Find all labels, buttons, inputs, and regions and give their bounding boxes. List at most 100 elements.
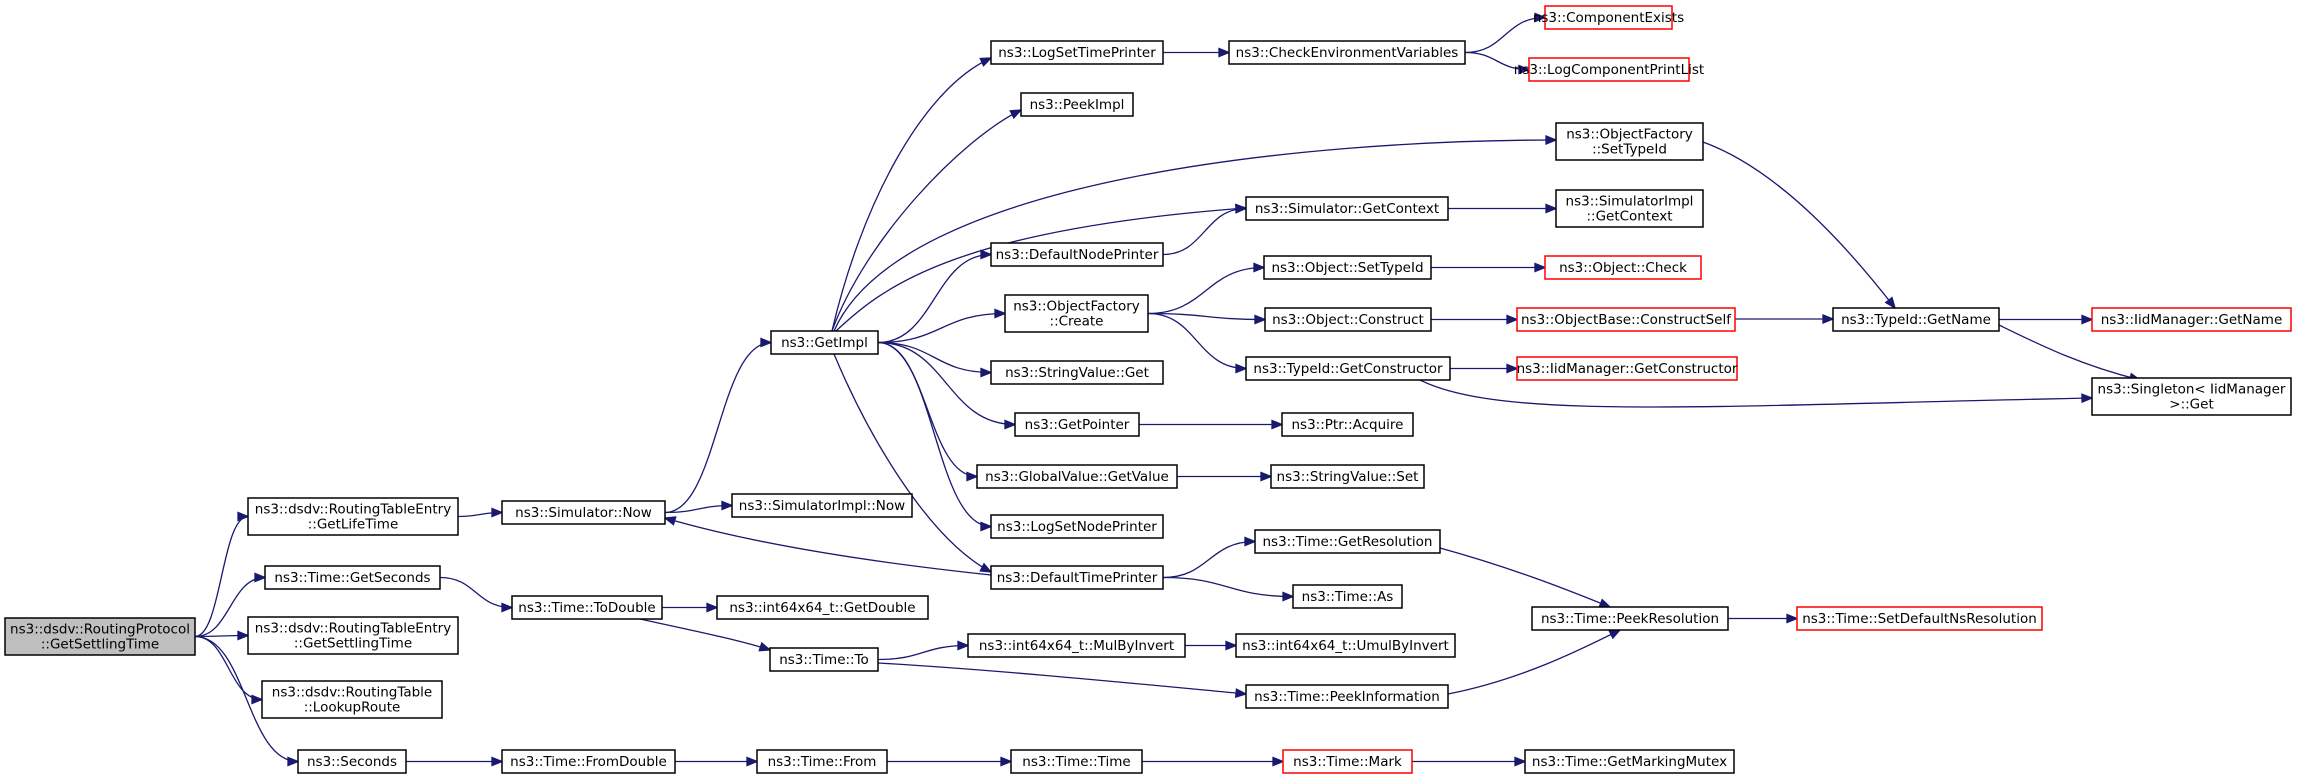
edge-line [1147, 266, 1265, 315]
node-int64-mulbyinvert[interactable]: ns3::int64x64_t::MulByInvert [967, 633, 1186, 658]
node-logsetnodeprinter[interactable]: ns3::LogSetNodePrinter [990, 514, 1164, 539]
node-globalvalue-getvalue[interactable]: ns3::GlobalValue::GetValue [976, 464, 1178, 489]
edge-arrowhead [2081, 314, 2094, 325]
node-objfactory-settypeid[interactable]: ns3::ObjectFactory::SetTypeId [1555, 122, 1704, 161]
node-box [1832, 307, 2000, 332]
edge-line [1162, 540, 1256, 579]
node-box [1555, 189, 1704, 228]
node-box [1263, 255, 1432, 280]
node-box [731, 493, 913, 518]
edge-int64_mulbyinvert-to-int64_umulbyinvert [1185, 640, 1238, 651]
node-label: ns3::StringValue::Set [1277, 469, 1419, 485]
node-time-setdefaultnsresolution[interactable]: ns3::Time::SetDefaultNsResolution [1796, 606, 2043, 631]
node-box [247, 497, 459, 536]
node-iidmanager-getname[interactable]: ns3::IidManager::GetName [2091, 307, 2292, 332]
node-box [1531, 606, 1729, 631]
node-typeid-getname[interactable]: ns3::TypeId::GetName [1832, 307, 2000, 332]
edge-time_peekresolution-to-time_setdefaultnsresolution [1728, 613, 1799, 624]
node-ptr-acquire[interactable]: ns3::Ptr::Acquire [1281, 412, 1414, 437]
node-label: ns3::Ptr::Acquire [1292, 417, 1404, 433]
edge-arrowhead [501, 602, 514, 613]
node-stringvalue-set[interactable]: ns3::StringValue::Set [1270, 464, 1425, 489]
edge-getimpl-to-defaulttimeprinter [833, 353, 993, 573]
node-time-mark[interactable]: ns3::Time::Mark [1282, 749, 1413, 774]
node-label: ns3::Time::FromDouble [510, 754, 667, 770]
node-peekimpl[interactable]: ns3::PeekImpl [1020, 92, 1134, 117]
node-box [2091, 377, 2292, 416]
node-label: ::Create [1050, 314, 1104, 330]
node-time-getseconds[interactable]: ns3::Time::GetSeconds [264, 565, 441, 590]
node-iidmanager-getconstructor[interactable]: ns3::IidManager::GetConstructor [1516, 356, 1738, 381]
edge-arrowhead [1545, 135, 1558, 145]
edge-arrowhead [1000, 756, 1013, 767]
node-time-as[interactable]: ns3::Time::As [1292, 584, 1403, 609]
node-sim-now[interactable]: ns3::Simulator::Now [501, 500, 666, 525]
node-getimpl[interactable]: ns3::GetImpl [770, 330, 879, 355]
node-box [1228, 40, 1466, 65]
node-box [247, 616, 459, 655]
node-label: ns3::Simulator::Now [515, 505, 652, 521]
node-label: ns3::Object::SetTypeId [1271, 260, 1423, 276]
node-rt-lookup[interactable]: ns3::dsdv::RoutingTable::LookupRoute [261, 680, 443, 719]
node-root[interactable]: ns3::dsdv::RoutingProtocol::GetSettlingT… [4, 617, 196, 656]
node-label: ns3::Time::ToDouble [518, 600, 655, 616]
node-label: ns3::CheckEnvironmentVariables [1236, 45, 1459, 61]
node-int64-umulbyinvert[interactable]: ns3::int64x64_t::UmulByInvert [1235, 633, 1456, 658]
node-logcomponentprintlist[interactable]: ns3::LogComponentPrintList [1514, 57, 1704, 82]
edge-line [1447, 629, 1621, 695]
node-sim-getcontext[interactable]: ns3::Simulator::GetContext [1245, 196, 1449, 221]
node-time-todouble[interactable]: ns3::Time::ToDouble [511, 595, 663, 620]
node-label: ns3::LogSetNodePrinter [997, 519, 1157, 535]
node-defaultnodeprinter[interactable]: ns3::DefaultNodePrinter [990, 242, 1164, 267]
node-objfactory-create[interactable]: ns3::ObjectFactory::Create [1004, 294, 1149, 333]
edge-line [1147, 312, 1247, 370]
node-componentexists[interactable]: ns3::ComponentExists [1533, 5, 1684, 30]
node-box [1544, 255, 1702, 280]
node-time-peekinformation[interactable]: ns3::Time::PeekInformation [1245, 684, 1449, 709]
edge-typeid_getname-to-singleton_get [1998, 324, 2142, 383]
node-singleton-get[interactable]: ns3::Singleton< IidManager>::Get [2091, 377, 2292, 416]
edge-arrowhead [491, 756, 504, 767]
node-box [264, 565, 441, 590]
node-rte-lifetime[interactable]: ns3::dsdv::RoutingTableEntry::GetLifeTim… [247, 497, 459, 536]
node-time-to[interactable]: ns3::Time::To [769, 647, 879, 672]
node-object-construct[interactable]: ns3::Object::Construct [1264, 307, 1432, 332]
node-typeid-getconstructor[interactable]: ns3::TypeId::GetConstructor [1245, 356, 1451, 381]
node-time-from[interactable]: ns3::Time::From [756, 749, 888, 774]
node-simimpl-getcontext[interactable]: ns3::SimulatorImpl::GetContext [1555, 189, 1704, 228]
node-checkenvvars[interactable]: ns3::CheckEnvironmentVariables [1228, 40, 1466, 65]
edge-arrowhead [1518, 64, 1531, 75]
node-label: ns3::dsdv::RoutingTableEntry [255, 621, 451, 637]
node-logsettimeprinter[interactable]: ns3::LogSetTimePrinter [990, 40, 1164, 65]
node-rte-settling[interactable]: ns3::dsdv::RoutingTableEntry::GetSettlin… [247, 616, 459, 655]
edge-arrowhead [979, 562, 993, 573]
node-object-settypeid[interactable]: ns3::Object::SetTypeId [1263, 255, 1432, 280]
edge-line [1419, 379, 2093, 408]
edge-time_peekinformation-to-time_peekresolution [1447, 629, 1622, 695]
node-defaulttimeprinter[interactable]: ns3::DefaultTimePrinter [990, 565, 1164, 590]
node-simimpl-now[interactable]: ns3::SimulatorImpl::Now [731, 493, 913, 518]
edge-defaulttimeprinter-to-time_as [1162, 576, 1295, 602]
edge-arrowhead [251, 694, 264, 705]
edge-arrowhead [1506, 363, 1519, 374]
edge-arrowhead [1786, 613, 1799, 624]
node-objectbase-constructself[interactable]: ns3::ObjectBase::ConstructSelf [1516, 307, 1736, 332]
node-time-time[interactable]: ns3::Time::Time [1010, 749, 1143, 774]
node-seconds[interactable]: ns3::Seconds [297, 749, 407, 774]
node-time-peekresolution[interactable]: ns3::Time::PeekResolution [1531, 606, 1729, 631]
node-time-getmarkingmutex[interactable]: ns3::Time::GetMarkingMutex [1524, 749, 1735, 774]
node-stringvalue-get[interactable]: ns3::StringValue::Get [990, 360, 1164, 385]
edge-arrowhead [706, 602, 719, 613]
node-object-check[interactable]: ns3::Object::Check [1544, 255, 1702, 280]
edge-line [877, 662, 1247, 695]
node-time-fromdouble[interactable]: ns3::Time::FromDouble [501, 749, 676, 774]
node-int64-getdouble[interactable]: ns3::int64x64_t::GetDouble [716, 595, 929, 620]
node-box [976, 464, 1178, 489]
edge-objfactory_create-to-object_construct [1147, 312, 1267, 325]
node-label: ns3::DefaultNodePrinter [996, 247, 1159, 263]
node-label: ns3::Time::To [779, 652, 869, 668]
nodes-layer: ns3::dsdv::RoutingProtocol::GetSettlingT… [4, 5, 2292, 774]
node-time-getresolution[interactable]: ns3::Time::GetResolution [1254, 529, 1441, 554]
node-getpointer[interactable]: ns3::GetPointer [1014, 412, 1140, 437]
node-box [770, 330, 879, 355]
